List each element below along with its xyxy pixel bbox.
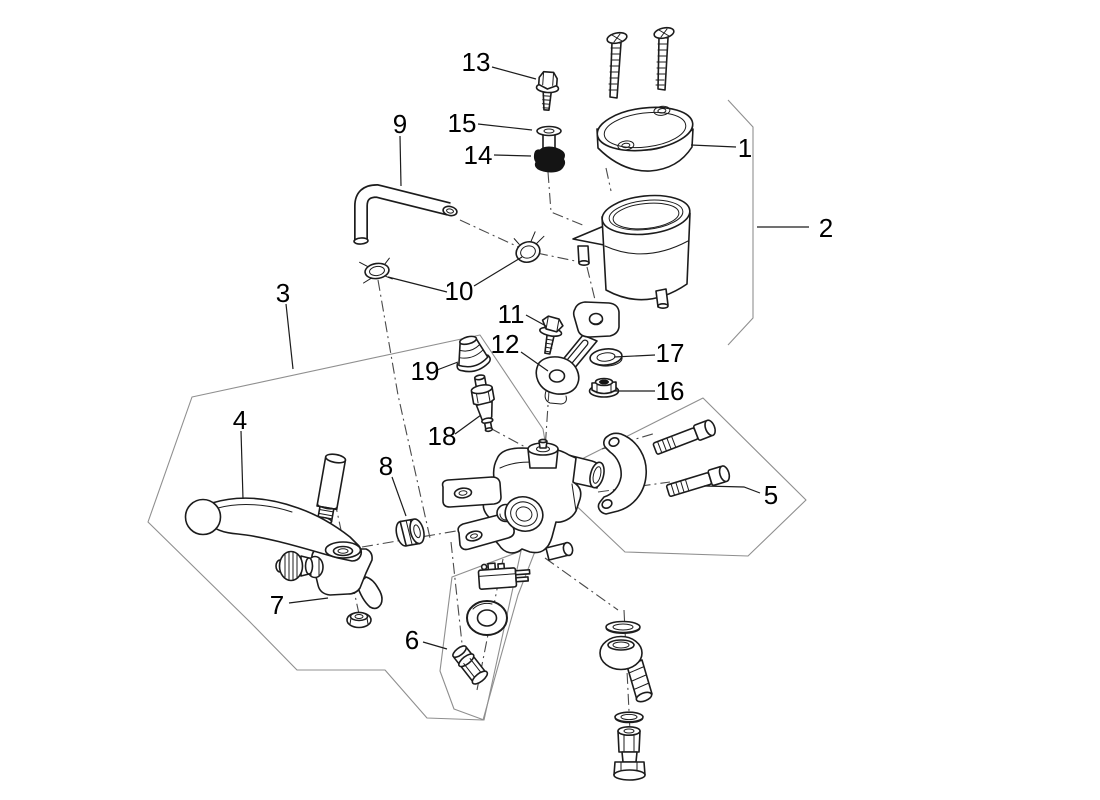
callout-label-2[interactable]: 2 bbox=[819, 213, 833, 243]
clamp-bolt-lower bbox=[665, 465, 731, 498]
callout-9[interactable]: 9 bbox=[393, 109, 407, 187]
callout-label-3[interactable]: 3 bbox=[276, 278, 290, 308]
group-boundaries bbox=[147, 99, 807, 721]
pivot-nut bbox=[346, 611, 372, 629]
flange-nut-16 bbox=[588, 377, 620, 398]
callout-12[interactable]: 12 bbox=[491, 329, 549, 372]
bleed-valve-18 bbox=[470, 374, 495, 433]
rubber-spacer-14 bbox=[533, 146, 566, 173]
hose-clip-right bbox=[513, 231, 545, 264]
callout-label-15[interactable]: 15 bbox=[448, 108, 477, 138]
callout-label-6[interactable]: 6 bbox=[405, 625, 419, 655]
group-outline-screw-kit bbox=[439, 550, 522, 721]
hose-clip-left bbox=[359, 257, 393, 284]
callout-leader-11 bbox=[525, 314, 547, 327]
callout-5[interactable]: 5 bbox=[703, 480, 778, 510]
master-cylinder-body bbox=[441, 438, 605, 561]
flange-screw-13 bbox=[535, 70, 560, 111]
callout-leader-6 bbox=[422, 641, 448, 650]
callout-label-5[interactable]: 5 bbox=[764, 480, 778, 510]
callout-14[interactable]: 14 bbox=[464, 140, 532, 170]
banjo-washer-lower bbox=[614, 711, 644, 724]
callout-label-7[interactable]: 7 bbox=[270, 590, 284, 620]
banjo-washer-upper bbox=[605, 620, 641, 634]
callout-label-12[interactable]: 12 bbox=[491, 329, 520, 359]
parts-artwork bbox=[184, 26, 731, 781]
clamp-bolt-upper bbox=[652, 419, 716, 455]
stop-switch bbox=[477, 562, 531, 590]
reservoir-cap bbox=[596, 105, 694, 172]
banjo-fitting bbox=[599, 635, 653, 703]
callout-label-1[interactable]: 1 bbox=[738, 133, 752, 163]
callout-3[interactable]: 3 bbox=[276, 278, 294, 370]
support-bracket-12 bbox=[535, 301, 620, 405]
cover-screw-right bbox=[653, 26, 675, 91]
callout-leader-17 bbox=[613, 354, 656, 358]
flange-screw-11 bbox=[539, 315, 564, 355]
callout-label-13[interactable]: 13 bbox=[462, 47, 491, 77]
callout-4[interactable]: 4 bbox=[233, 405, 247, 500]
callout-leader-5 bbox=[703, 485, 761, 494]
callout-leader-10-2 bbox=[387, 276, 448, 293]
callout-1[interactable]: 1 bbox=[690, 133, 752, 163]
callout-label-11[interactable]: 11 bbox=[498, 299, 525, 329]
callout-18[interactable]: 18 bbox=[428, 414, 482, 451]
group-outline-assembly bbox=[147, 334, 556, 721]
callout-17[interactable]: 17 bbox=[613, 338, 685, 368]
screw-6 bbox=[452, 645, 489, 685]
pivot-bushing-8 bbox=[395, 518, 425, 547]
callout-11[interactable]: 11 bbox=[498, 299, 547, 329]
callout-leader-14 bbox=[493, 154, 532, 157]
callout-leader-1 bbox=[690, 144, 737, 148]
callout-leader-9 bbox=[399, 135, 402, 187]
callout-label-19[interactable]: 19 bbox=[411, 356, 440, 386]
callout-13[interactable]: 13 bbox=[462, 47, 537, 80]
callout-leader-3 bbox=[285, 303, 294, 370]
callout-leader-7 bbox=[288, 597, 329, 604]
adjuster-knob bbox=[275, 550, 314, 582]
callout-label-16[interactable]: 16 bbox=[656, 376, 685, 406]
washer-17 bbox=[589, 348, 623, 367]
callout-label-10[interactable]: 10 bbox=[445, 276, 474, 306]
callout-7[interactable]: 7 bbox=[270, 590, 329, 620]
callout-leader-15 bbox=[477, 123, 533, 131]
callout-15[interactable]: 15 bbox=[448, 108, 533, 138]
callout-label-17[interactable]: 17 bbox=[656, 338, 685, 368]
callout-label-8[interactable]: 8 bbox=[379, 451, 393, 481]
callout-leader-10 bbox=[473, 256, 523, 287]
callout-leader-13 bbox=[491, 66, 537, 80]
callout-16[interactable]: 16 bbox=[614, 376, 684, 406]
seal-ring bbox=[466, 600, 508, 636]
vent-hose-9 bbox=[353, 183, 458, 245]
callout-leader-19 bbox=[436, 361, 459, 371]
callout-6[interactable]: 6 bbox=[405, 625, 448, 655]
group-outline-clamp-kit bbox=[545, 397, 807, 557]
callout-10[interactable]: 10 bbox=[387, 256, 523, 306]
reservoir-body bbox=[572, 194, 691, 309]
callout-2[interactable]: 2 bbox=[757, 213, 833, 243]
group-bracket-reservoir bbox=[727, 99, 754, 346]
callout-label-9[interactable]: 9 bbox=[393, 109, 407, 139]
brake-lever-4 bbox=[184, 497, 362, 562]
rubber-cap-19 bbox=[456, 335, 491, 373]
callout-leader-18 bbox=[454, 414, 482, 435]
lever-pivot-boss bbox=[324, 541, 362, 559]
callout-leader-12 bbox=[520, 351, 549, 372]
callout-19[interactable]: 19 bbox=[411, 356, 459, 386]
callout-8[interactable]: 8 bbox=[379, 451, 407, 517]
banjo-bolt bbox=[613, 725, 646, 781]
callout-label-14[interactable]: 14 bbox=[464, 140, 493, 170]
cover-screw-left bbox=[606, 31, 628, 99]
callout-label-4[interactable]: 4 bbox=[233, 405, 247, 435]
callout-leader-8 bbox=[391, 476, 407, 517]
callout-label-18[interactable]: 18 bbox=[428, 421, 457, 451]
callout-leader-4 bbox=[240, 430, 244, 500]
lever-pivot-pin bbox=[316, 453, 347, 525]
handlebar-clamp-5 bbox=[597, 432, 648, 515]
